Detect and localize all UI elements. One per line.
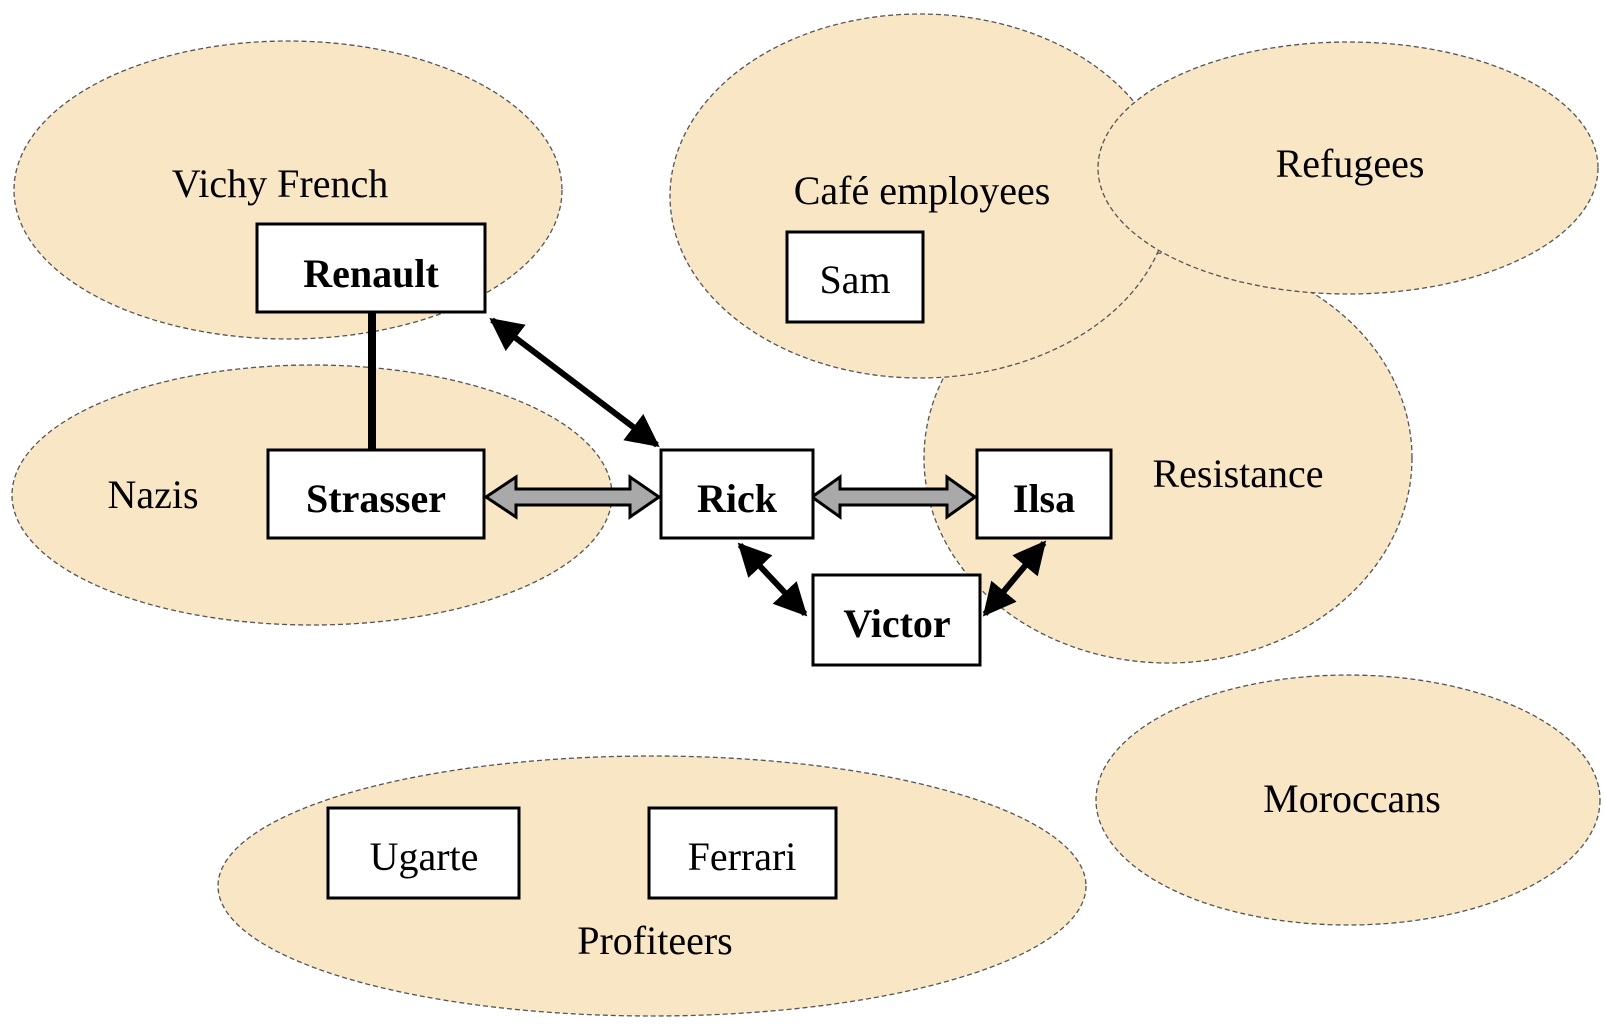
group-label-cafe-employees: Café employees [794, 168, 1051, 213]
node-rick[interactable]: Rick [659, 448, 815, 540]
node-strasser[interactable]: Strasser [266, 448, 486, 540]
node-ferrari[interactable]: Ferrari [647, 806, 838, 900]
rick-victor-arrow [737, 542, 808, 617]
node-label-renault: Renault [303, 251, 439, 296]
character-nodes: Renault Strasser Sam Rick Ilsa Victor Ug… [255, 222, 1113, 900]
group-label-moroccans: Moroccans [1263, 776, 1441, 821]
node-label-strasser: Strasser [306, 476, 446, 521]
node-label-victor: Victor [843, 601, 950, 646]
rick-ilsa-arrow [809, 474, 978, 520]
node-label-ferrari: Ferrari [688, 834, 797, 879]
node-box-ferrari [647, 806, 838, 900]
ilsa-victor-arrow [982, 540, 1047, 617]
moroccans-ellipse [1095, 674, 1601, 926]
group-label-refugees: Refugees [1276, 141, 1425, 186]
node-label-sam: Sam [819, 257, 890, 302]
renault-rick-arrow [489, 317, 660, 448]
group-label-profiteers: Profiteers [577, 918, 733, 963]
node-label-ilsa: Ilsa [1013, 476, 1075, 521]
node-label-ugarte: Ugarte [370, 834, 479, 879]
group-labels: Vichy French Nazis Café employees Refuge… [107, 141, 1440, 963]
node-victor[interactable]: Victor [811, 573, 982, 667]
connectors [368, 312, 1047, 617]
node-box-ugarte [326, 806, 521, 900]
strasser-rick-arrow [483, 474, 662, 520]
node-sam[interactable]: Sam [785, 230, 925, 324]
node-renault[interactable]: Renault [255, 222, 487, 314]
refugees-ellipse [1097, 41, 1599, 295]
node-box-strasser [266, 448, 486, 540]
node-ugarte[interactable]: Ugarte [326, 806, 521, 900]
node-label-rick: Rick [697, 476, 778, 521]
node-box-sam [785, 230, 925, 324]
group-ellipses [11, 13, 1601, 1017]
group-label-nazis: Nazis [107, 472, 198, 517]
node-box-ilsa [975, 448, 1113, 540]
node-box-rick [659, 448, 815, 540]
group-label-resistance: Resistance [1152, 451, 1323, 496]
node-box-victor [811, 573, 982, 667]
group-label-vichy-french: Vichy French [172, 161, 388, 206]
node-box-renault [255, 222, 487, 314]
node-ilsa[interactable]: Ilsa [975, 448, 1113, 540]
